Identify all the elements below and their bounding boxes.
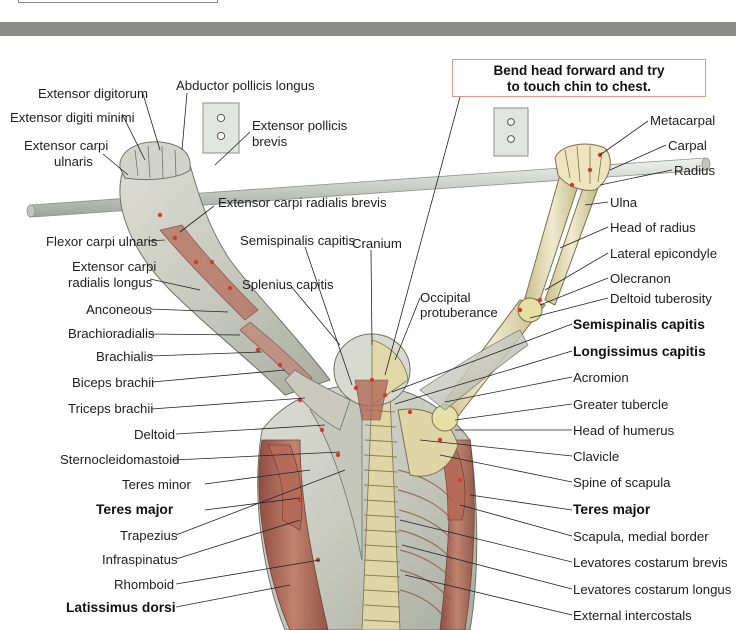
label-teres-major-left: Teres major: [96, 502, 174, 517]
label-extensor-digitorum: Extensor digitorum: [38, 86, 148, 101]
label-clavicle: Clavicle: [573, 449, 620, 464]
label-ulna: Ulna: [610, 195, 638, 210]
label-olecranon: Olecranon: [610, 271, 671, 286]
label-brachialis: Brachialis: [96, 349, 154, 364]
label-acromion: Acromion: [573, 370, 629, 385]
label-head-of-radius: Head of radius: [610, 220, 696, 235]
callout-line-2: to touch chin to chest.: [507, 79, 651, 94]
label-anconeous: Anconeous: [86, 302, 152, 317]
label-radius: Radius: [674, 163, 716, 178]
header-divider-band: [0, 22, 736, 36]
label-extensor-carpi-radialis-brevis: Extensor carpi radialis brevis: [218, 195, 387, 210]
label-cranium: Cranium: [352, 236, 402, 251]
label-extensor-carpi-ulnaris-2: ulnaris: [54, 154, 93, 169]
label-extensor-carpi-radialis-longus-2: radialis longus: [68, 275, 153, 290]
label-head-of-humerus: Head of humerus: [573, 423, 675, 438]
label-extensor-pollicis-2: brevis: [252, 134, 288, 149]
label-protuberance: protuberance: [420, 305, 498, 320]
label-occipital: Occipital: [420, 290, 471, 305]
label-trapezius: Trapezius: [120, 528, 178, 543]
label-deltoid-tuberosity: Deltoid tuberosity: [610, 291, 712, 306]
label-extensor-pollicis-1: Extensor pollicis: [252, 118, 348, 133]
label-metacarpal: Metacarpal: [650, 113, 716, 128]
label-teres-minor: Teres minor: [122, 477, 191, 492]
label-lateral-epicondyle: Lateral epicondyle: [610, 246, 718, 261]
label-latissimus-dorsi: Latissimus dorsi: [66, 600, 176, 615]
label-abductor-pollicis-longus: Abductor pollicis longus: [176, 78, 315, 93]
label-sternocleidomastoid: Sternocleidomastoid: [60, 452, 180, 467]
label-spine-of-scapula: Spine of scapula: [573, 475, 671, 490]
label-extensor-carpi-ulnaris-1: Extensor carpi: [24, 138, 109, 153]
label-splenius-capitis: Splenius capitis: [242, 277, 334, 292]
label-semispinalis-capitis-right: Semispinalis capitis: [573, 317, 705, 332]
insertion-markers: [157, 152, 603, 563]
torso-muscles: [257, 384, 478, 630]
instruction-callout: Bend head forward and try to touch chin …: [452, 59, 706, 97]
label-levatores-costarum-brevis: Levatores costarum brevis: [573, 555, 728, 570]
label-infraspinatus: Infraspinatus: [102, 552, 178, 567]
label-triceps-brachii: Triceps brachii: [68, 401, 154, 416]
label-flexor-carpi-ulnaris: Flexor carpi ulnaris: [46, 234, 158, 249]
leader-lines: [102, 92, 673, 616]
label-scapula-medial-border: Scapula, medial border: [573, 529, 709, 544]
label-carpal: Carpal: [668, 138, 707, 153]
left-arm-muscles: [119, 141, 351, 431]
label-biceps-brachii: Biceps brachii: [72, 375, 155, 390]
label-deltoid: Deltoid: [134, 427, 176, 442]
top-strip: [0, 0, 736, 22]
label-rhomboid: Rhomboid: [114, 577, 175, 592]
label-longissimus-capitis: Longissimus capitis: [573, 344, 706, 359]
label-semispinalis-capitis-center: Semispinalis capitis: [240, 233, 356, 248]
callout-line-1: Bend head forward and try: [493, 63, 665, 78]
label-brachioradialis: Brachioradialis: [68, 326, 155, 341]
label-extensor-digiti-minimi: Extensor digiti minimi: [10, 110, 135, 125]
label-external-intercostals: External intercostals: [573, 608, 692, 623]
right-arm-bones: [419, 143, 611, 432]
label-teres-major-right: Teres major: [573, 502, 651, 517]
label-levatores-costarum-longus: Levatores costarum longus: [573, 582, 732, 597]
top-frame-edge: [18, 0, 218, 3]
label-extensor-carpi-radialis-longus-1: Extensor carpi: [72, 259, 157, 274]
label-greater-tubercle: Greater tubercle: [573, 397, 669, 412]
